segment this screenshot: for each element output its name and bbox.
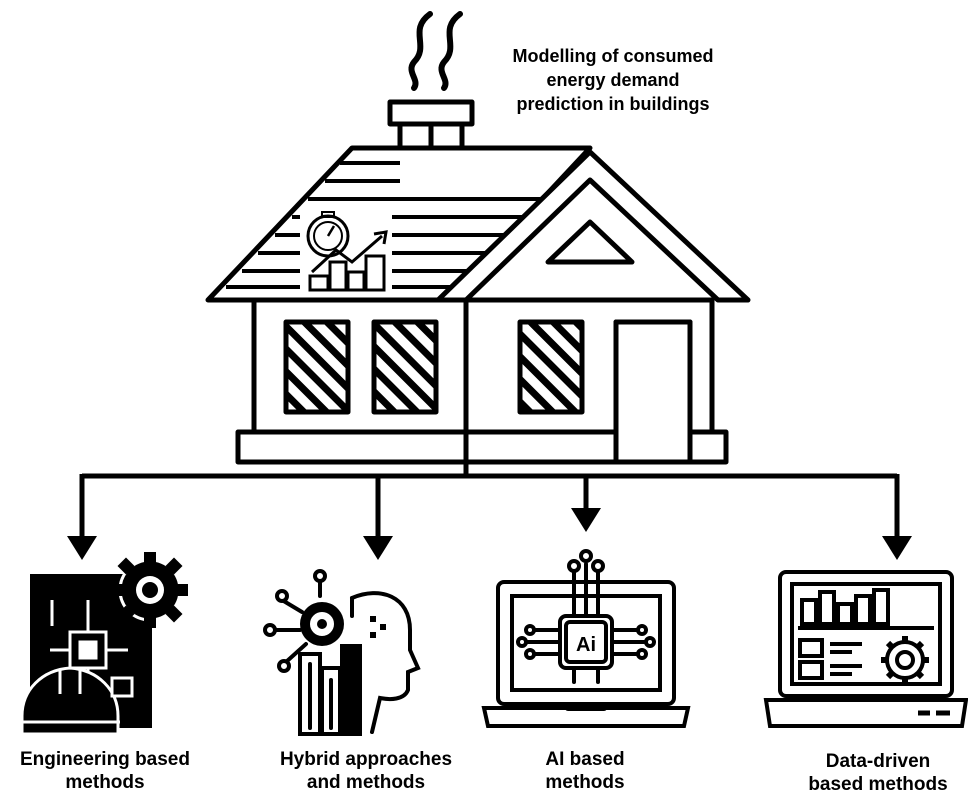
hybrid-gear-head-icon [263, 569, 421, 736]
window [371, 319, 439, 415]
ai-laptop-chip-icon: Ai [481, 549, 691, 728]
label-line: Data-driven [825, 751, 931, 772]
window [517, 319, 585, 415]
arrow-head [882, 536, 912, 560]
data-driven-laptop-dashboard-icon [763, 570, 968, 728]
label-line: Hybrid approaches [279, 749, 453, 770]
label-line: methods [65, 772, 145, 793]
title-line: prediction in buildings [516, 94, 710, 114]
label-line: and methods [306, 772, 426, 793]
arrow-head [571, 508, 601, 532]
window [283, 319, 351, 415]
smoke-icon [408, 11, 463, 91]
svg-text:Ai: Ai [576, 634, 596, 656]
arrow-head [363, 536, 393, 560]
label-line: AI based [545, 749, 625, 770]
title-line: Modelling of consumed [512, 46, 714, 66]
arrow-head [67, 536, 97, 560]
connector-arrows [67, 462, 912, 560]
engineering-blueprint-gear-helmet-icon [20, 552, 188, 736]
method-label-data-driven: Data-driven based methods [790, 750, 966, 796]
method-label-ai: AI based methods [510, 748, 660, 794]
method-label-hybrid: Hybrid approaches and methods [256, 748, 476, 794]
title-line: energy demand [546, 70, 680, 90]
method-label-engineering: Engineering based methods [0, 748, 210, 794]
label-line: based methods [808, 774, 948, 795]
diagram-title: Modelling of consumed energy demand pred… [478, 44, 748, 116]
label-line: Engineering based [20, 749, 190, 770]
label-line: methods [545, 772, 625, 793]
energy-gauge-bar-chart-icon [300, 210, 392, 294]
